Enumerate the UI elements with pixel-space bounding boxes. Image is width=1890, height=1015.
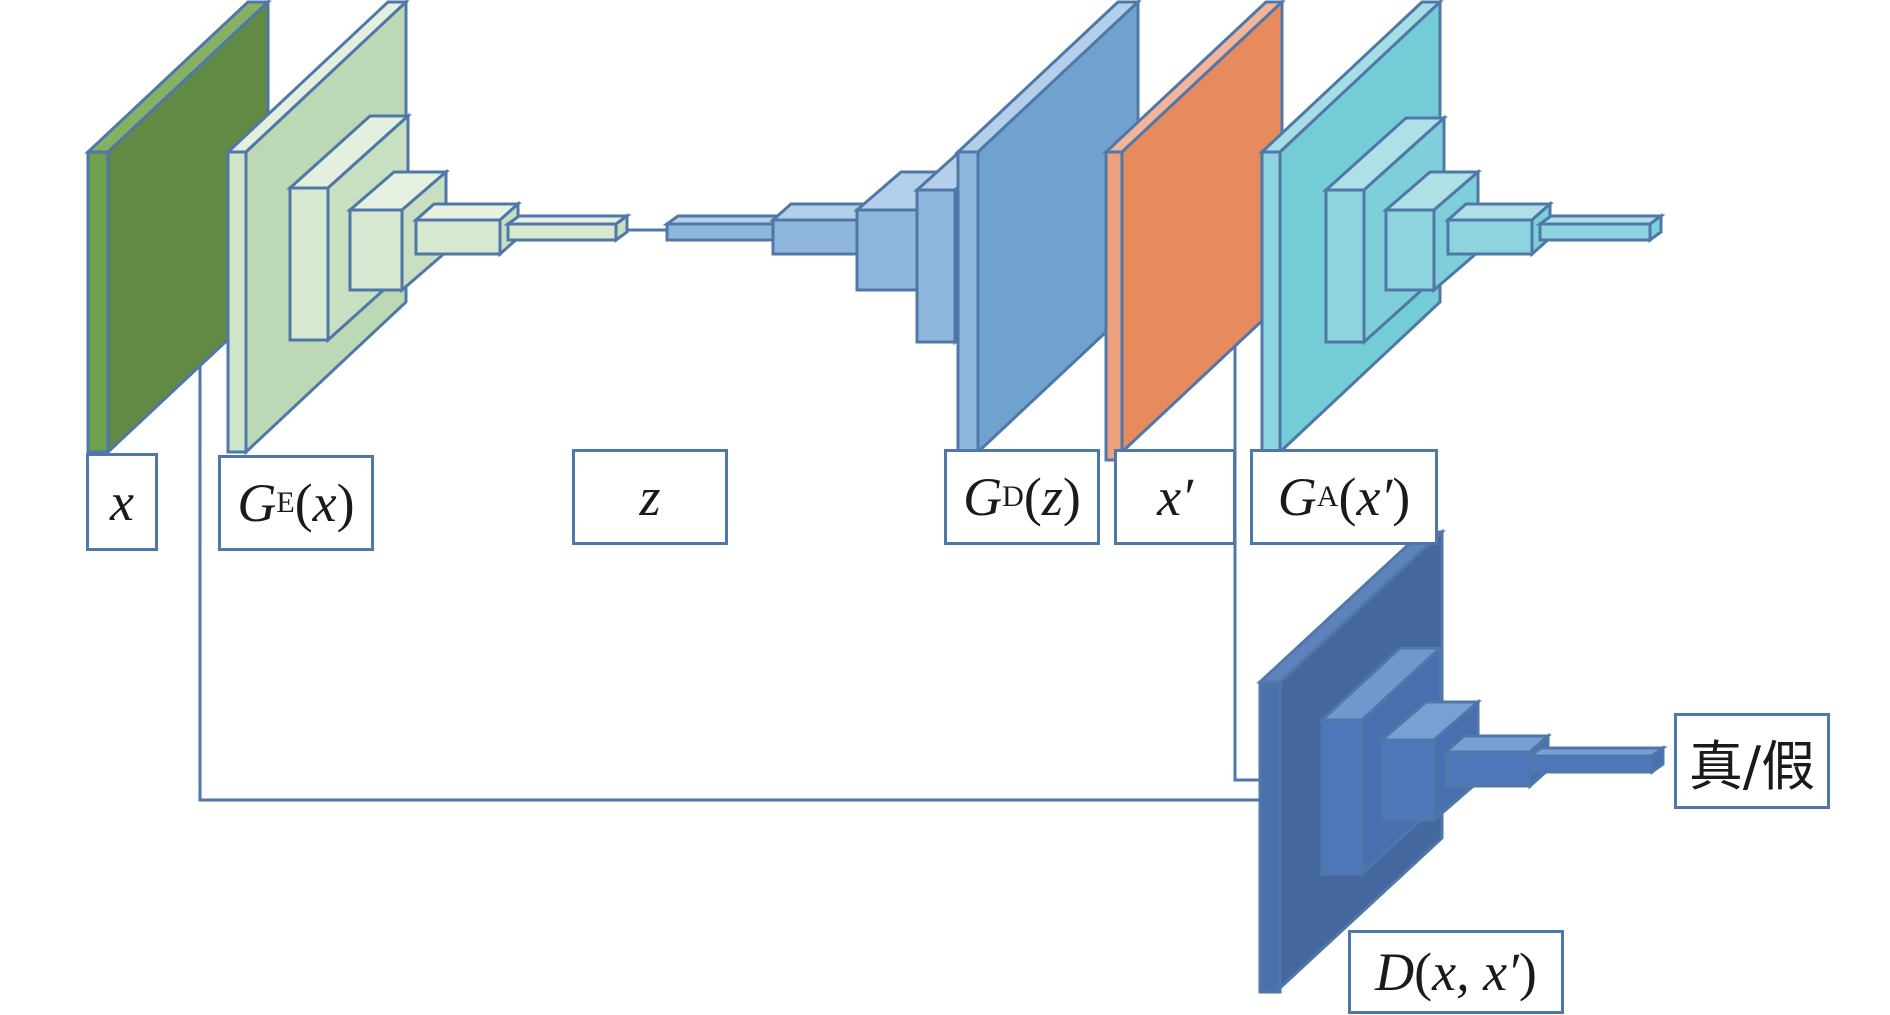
label-discriminator-d: D(x, x′) (1348, 930, 1564, 1014)
decoder-block (662, 0, 1142, 456)
reencoder-block (1258, 0, 1666, 456)
discriminator-block (1256, 528, 1668, 994)
label-input-x: x (86, 453, 158, 551)
label-output-real-fake: 真/假 (1674, 713, 1830, 809)
label-generated-x-prime: x′ (1114, 449, 1236, 545)
label-latent-z: z (572, 449, 728, 545)
generated-x-prime-slab (1102, 0, 1286, 462)
encoder-block (224, 0, 632, 456)
